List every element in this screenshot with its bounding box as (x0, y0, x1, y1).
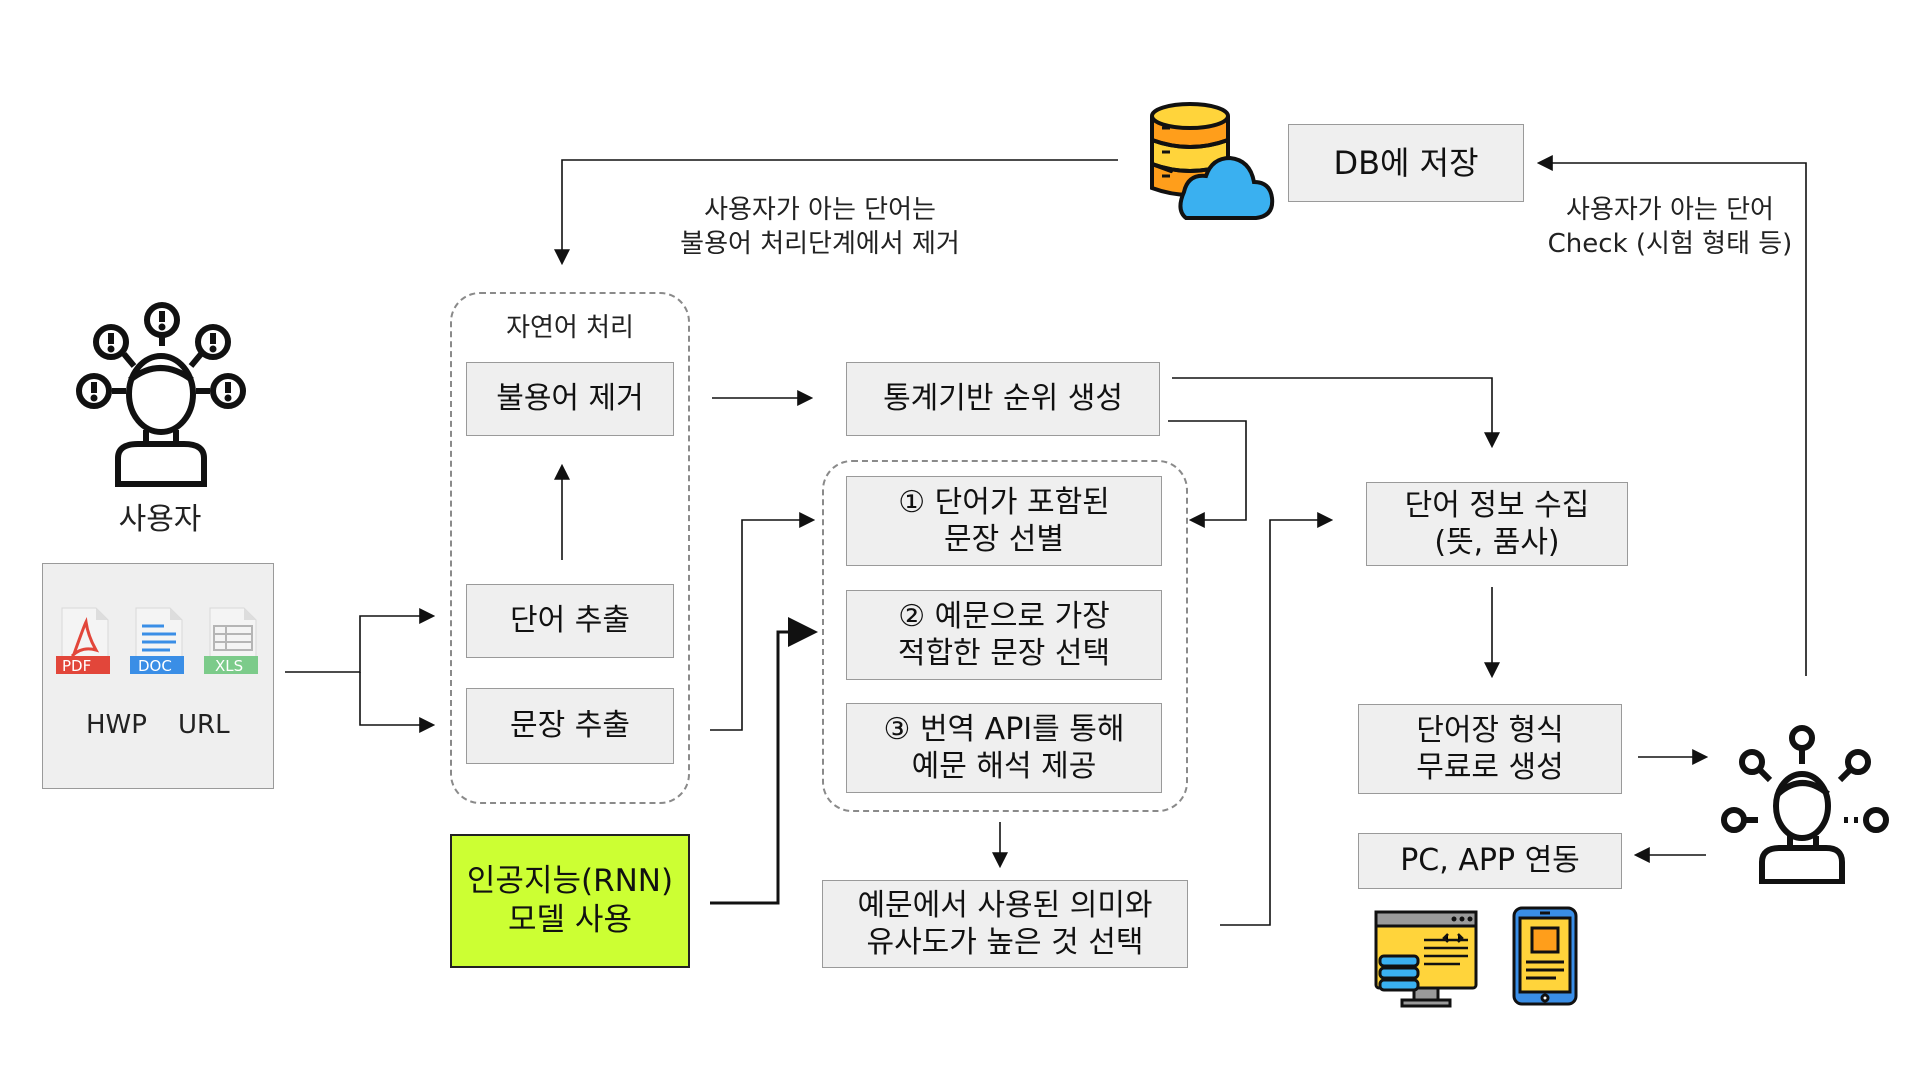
db-box: DB에 저장 (1288, 124, 1524, 202)
arrow-ranking-to-wordinfo (1172, 377, 1500, 449)
note-db-right: 사용자가 아는 단어 Check (시험 형태 등) (1547, 195, 1793, 259)
user-network-icon (1721, 725, 1889, 884)
ranking-box: 통계기반 순위 생성 (846, 362, 1160, 436)
user-label: 사용자 (118, 502, 202, 537)
arrow-input-sentence (359, 672, 436, 733)
arrow-db-to-nlp (554, 159, 1118, 266)
word-extract-box: 단어 추출 (466, 584, 674, 658)
sentence-extract-box: 문장 추출 (466, 688, 674, 764)
step-1-box: ① 단어가 포함된 문장 선별 (846, 476, 1162, 566)
desktop-code-icon (1374, 910, 1478, 1008)
nlp-group (450, 292, 690, 804)
xls-file-icon (204, 607, 258, 674)
pdf-label: PDF (62, 657, 92, 675)
doc-file-icon (130, 607, 184, 674)
step-2-box: ② 예문으로 가장 적합한 문장 선택 (846, 590, 1162, 680)
arrow-user-to-db (1536, 155, 1807, 676)
arrow-ai-to-steps (710, 617, 818, 905)
note-db-left: 사용자가 아는 단어는 불용어 처리단계에서 제거 (680, 195, 960, 259)
url-label: URL (178, 710, 230, 740)
similarity-box: 예문에서 사용된 의미와 유사도가 높은 것 선택 (822, 880, 1188, 968)
ai-model-box: 인공지능(RNN) 모델 사용 (450, 834, 690, 968)
word-info-box: 단어 정보 수집 (뜻, 품사) (1366, 482, 1628, 566)
smartphone-icon (1512, 906, 1578, 1006)
database-cloud-icon (1150, 102, 1275, 220)
xls-label: XLS (215, 657, 244, 675)
arrow-sentence-to-steps (710, 512, 816, 731)
step-3-box: ③ 번역 API를 통해 예문 해석 제공 (846, 703, 1162, 793)
pc-app-box: PC, APP 연동 (1358, 833, 1622, 889)
nlp-group-title: 자연어 처리 (506, 313, 634, 343)
steps-group (822, 460, 1188, 812)
arrow-ranking-to-steps (1168, 420, 1247, 528)
arrow-input-split (285, 608, 436, 673)
pdf-file-icon (56, 607, 110, 674)
vocab-box: 단어장 형식 무료로 생성 (1358, 704, 1622, 794)
user-question-icon (76, 302, 246, 487)
hwp-label: HWP (86, 710, 147, 740)
doc-label: DOC (138, 657, 172, 675)
arrow-similarity-to-wordinfo (1220, 512, 1334, 926)
input-panel (42, 563, 274, 789)
stopword-box: 불용어 제거 (466, 362, 674, 436)
